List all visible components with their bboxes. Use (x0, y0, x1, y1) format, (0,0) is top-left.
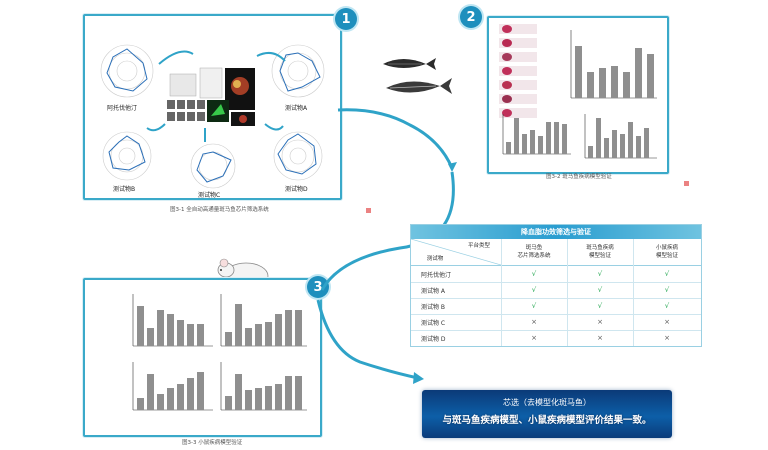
mouse-chart-bottom-right (220, 362, 307, 411)
cell-mark: × (531, 318, 537, 326)
panel-chip-screening: 阿托伐他汀 测试物A 测试物B 测试物C 测试物D (83, 14, 342, 200)
cell-mark: × (664, 318, 670, 326)
mouse-chart-bottom-left (132, 362, 213, 411)
radar-title-test-b: 测试物B (113, 186, 136, 193)
conclusion-banner: 芯选（去模型化斑马鱼） 与斑马鱼疾病模型、小鼠疾病模型评价结果一致。 (422, 390, 672, 438)
col-mouse-line2: 模型验证 (655, 253, 678, 259)
mouse-chart-top-right (220, 294, 307, 347)
radar-title-test-d: 测试物D (285, 186, 308, 193)
table-row: 测试物 A √ √ √ (411, 282, 701, 299)
bar-chart-bottom-left (502, 114, 571, 155)
table-header: 平台类型 测试物 斑马鱼 芯片筛选系统 斑马鱼疾病 模型验证 小鼠疾病 模型验证 (411, 239, 701, 266)
arrow-1-to-2 (337, 108, 454, 169)
row-name: 测试物 D (421, 335, 446, 343)
cell-mark: √ (531, 286, 537, 294)
table-row: 测试物 D × × × (411, 330, 701, 346)
header-col-mouse: 小鼠疾病 模型验证 (633, 239, 701, 265)
header-col-zebrafish: 斑马鱼疾病 模型验证 (567, 239, 633, 265)
radar-atorvastatin (100, 44, 154, 98)
badge-2: 2 (460, 6, 482, 28)
col-chip-line1: 斑马鱼 (525, 245, 543, 251)
panel1-figure (100, 44, 325, 189)
panel3-caption: 图3-3 小鼠疾病模型验证 (182, 440, 243, 446)
radar-title-atorvastatin: 阿托伐他汀 (107, 105, 138, 112)
col-zebrafish-line1: 斑马鱼疾病 (586, 245, 614, 251)
cell-mark: √ (531, 302, 537, 310)
bar-chart-bottom-right (584, 114, 657, 159)
panel2-figure (499, 24, 657, 159)
col-mouse-line1: 小鼠疾病 (655, 245, 678, 251)
radar-test-b (102, 131, 152, 181)
radar-title-test-c: 测试物C (198, 192, 221, 199)
panel2-caption: 图3-2 斑马鱼疾病模型验证 (546, 174, 612, 180)
row-name: 阿托伐他汀 (421, 271, 452, 279)
cell-mark: × (664, 334, 670, 342)
cell-mark: √ (597, 270, 603, 278)
banner-line1: 芯选（去模型化斑马鱼） (503, 398, 591, 407)
panel1-caption: 图3-1 全自动高通量斑马鱼芯片筛选系统 (170, 207, 269, 213)
bar-chart-top (570, 30, 657, 99)
table-row: 测试物 B √ √ √ (411, 298, 701, 315)
zebrafish-illustration (383, 58, 452, 94)
results-table: 降血脂功效筛选与验证 平台类型 测试物 斑马鱼 芯片筛选系统 斑马鱼疾病 模型验… (410, 224, 702, 347)
row-name: 测试物 C (421, 319, 446, 327)
header-platform-type: 平台类型 (467, 243, 490, 249)
arrow-3-to-result (316, 299, 419, 380)
radar-title-test-a: 测试物A (285, 105, 308, 112)
row-name: 测试物 B (421, 303, 446, 311)
table-title: 降血脂功效筛选与验证 (411, 225, 701, 239)
cell-mark: √ (664, 286, 670, 294)
banner-line2: 与斑马鱼疾病模型、小鼠疾病模型评价结果一致。 (442, 415, 652, 426)
panel-mouse-model (83, 278, 322, 437)
cell-mark: × (597, 318, 603, 326)
col-zebrafish-line2: 模型验证 (588, 253, 611, 259)
cell-mark: √ (597, 302, 603, 310)
panel3-figure (132, 294, 307, 411)
fish-grid (167, 100, 205, 121)
table-row: 阿托伐他汀 √ √ √ (411, 266, 701, 283)
stamp-mark (366, 208, 371, 213)
cell-mark: √ (531, 270, 537, 278)
col-chip-line2: 芯片筛选系统 (517, 253, 551, 259)
badge-3: 3 (307, 276, 329, 298)
header-test-substance: 测试物 (426, 256, 444, 262)
cell-mark: √ (597, 286, 603, 294)
row-name: 测试物 A (421, 287, 446, 295)
badge-1: 1 (335, 8, 357, 30)
panel-zebrafish-model (487, 16, 669, 174)
radar-test-c (190, 143, 236, 189)
radar-test-d (273, 131, 323, 181)
fish-images (499, 24, 537, 118)
header-col-chip: 斑马鱼 芯片筛选系统 (501, 239, 567, 265)
mouse-chart-top-left (132, 294, 213, 347)
stamp-mark (684, 181, 689, 186)
cell-mark: √ (664, 270, 670, 278)
cell-mark: × (597, 334, 603, 342)
cell-mark: √ (664, 302, 670, 310)
radar-test-a (271, 44, 325, 98)
cell-mark: × (531, 334, 537, 342)
table-row: 测试物 C × × × (411, 314, 701, 331)
